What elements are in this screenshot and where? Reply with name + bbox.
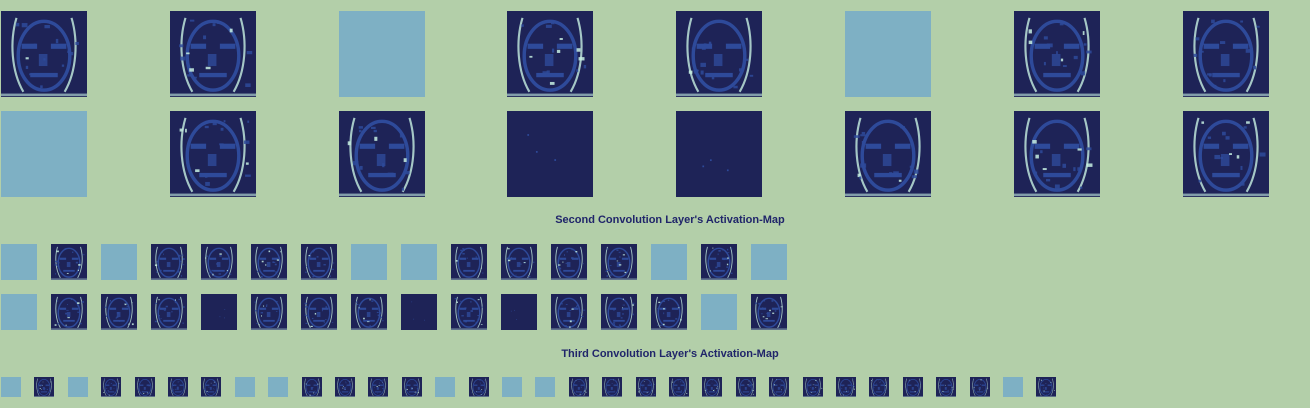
activation-map-tile	[268, 377, 289, 397]
activation-map-tile	[101, 244, 137, 280]
activation-map-tile	[751, 244, 787, 280]
activation-map-tile	[769, 377, 790, 397]
activation-map-tile	[802, 377, 823, 397]
activation-map-tile	[701, 244, 737, 280]
activation-map-tile	[551, 244, 587, 280]
activation-map-tile	[701, 294, 737, 330]
activation-map-tile	[845, 11, 931, 97]
activation-map-tile	[902, 377, 923, 397]
activation-map-tile	[507, 111, 594, 197]
activation-map-tile	[101, 377, 122, 397]
activation-map-tile	[34, 377, 55, 397]
activation-map-tile	[338, 11, 425, 97]
activation-map-tile	[1003, 377, 1023, 397]
activation-map-tile	[401, 244, 437, 280]
activation-map-tile	[669, 377, 689, 397]
activation-map-tile	[401, 377, 422, 397]
activation-map-tile	[568, 377, 589, 397]
activation-map-tile	[676, 111, 763, 197]
activation-map-tile	[1, 111, 87, 197]
activation-map-tile	[301, 244, 337, 280]
activation-map-tile	[601, 294, 637, 330]
activation-map-tile	[1, 11, 87, 97]
activation-map-tile	[451, 244, 487, 280]
activation-map-tile	[551, 294, 587, 330]
activation-map-tile	[1182, 111, 1269, 197]
activation-map-tile	[301, 377, 322, 397]
activation-map-tile	[468, 377, 489, 397]
activation-map-tile	[1013, 111, 1100, 197]
activation-map-tile	[836, 377, 856, 397]
activation-map-tile	[51, 244, 87, 280]
activation-map-tile	[169, 111, 256, 197]
activation-map-tile	[501, 244, 537, 280]
activation-map-tile	[1, 294, 37, 330]
activation-map-tile	[936, 377, 957, 397]
activation-map-tile	[676, 11, 763, 97]
activation-map-tile	[151, 294, 187, 330]
activation-map-tile	[101, 294, 137, 330]
activation-map-tile	[1036, 377, 1057, 397]
activation-map-tile	[201, 244, 237, 280]
activation-map-tile	[502, 377, 522, 397]
activation-map-tile	[635, 377, 656, 397]
activation-map-tile	[335, 377, 355, 397]
activation-map-tile	[1, 377, 21, 397]
activation-map-tile	[869, 377, 890, 397]
activation-map-tile	[1, 244, 37, 280]
activation-map-tile	[368, 377, 389, 397]
activation-map-tile	[602, 377, 623, 397]
activation-map-tile	[535, 377, 556, 397]
activation-map-tile	[201, 377, 222, 397]
activation-map-tile	[401, 294, 437, 330]
activation-map-tile	[338, 111, 425, 197]
activation-map-tile	[601, 244, 637, 280]
activation-map-tile	[501, 294, 537, 330]
activation-map-tile	[751, 294, 787, 330]
activation-map-tile	[251, 244, 287, 280]
activation-map-tile	[435, 377, 456, 397]
activation-map-tile	[702, 377, 723, 397]
activation-map-tile	[351, 294, 387, 330]
activation-map-tile	[351, 244, 387, 280]
activation-map-tile	[507, 11, 594, 97]
activation-map-tile	[301, 294, 337, 330]
activation-map-tile	[969, 377, 990, 397]
activation-map-tile	[845, 111, 931, 197]
third-layer-caption: Third Convolution Layer's Activation-Map	[561, 348, 779, 360]
activation-map-tile	[735, 377, 756, 397]
activation-map-tile	[67, 377, 88, 397]
activation-map-tile	[234, 377, 255, 397]
activation-map-tile	[1013, 11, 1100, 97]
activation-map-tile	[251, 294, 287, 330]
second-layer-caption: Second Convolution Layer's Activation-Ma…	[555, 214, 785, 226]
activation-map-tile	[169, 11, 256, 97]
activation-map-tile	[201, 294, 237, 330]
activation-map-tile	[134, 377, 155, 397]
activation-map-tile	[651, 294, 687, 330]
activation-map-tile	[168, 377, 188, 397]
activation-map-tile	[151, 244, 187, 280]
activation-map-tile	[451, 294, 487, 330]
activation-map-tile	[1182, 11, 1269, 97]
activation-map-tile	[651, 244, 687, 280]
activation-map-tile	[51, 294, 87, 330]
